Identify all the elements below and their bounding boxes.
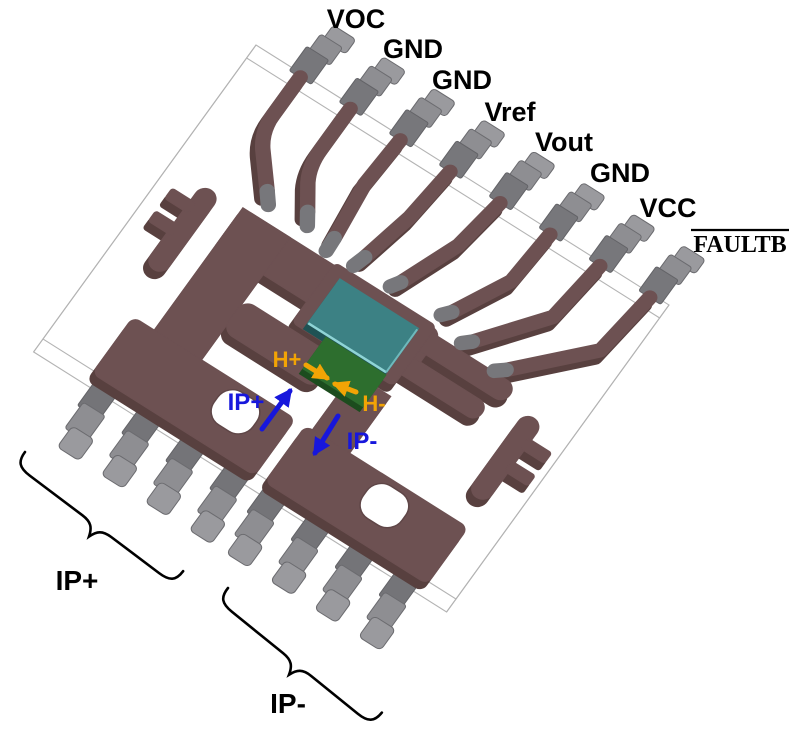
brace-ip-minus [221, 586, 384, 722]
signal-trace-tips [259, 183, 514, 379]
pin-label-vref: Vref [484, 97, 536, 127]
brace-ip-plus [19, 450, 185, 580]
pin-label-voc: VOC [327, 4, 386, 34]
outline-edge [33, 338, 44, 353]
hall-die [298, 336, 387, 413]
label-h-plus: H+ [273, 347, 302, 372]
outline-edge [446, 598, 457, 613]
hall-die-top [302, 336, 387, 408]
pin-label-gnd-2: GND [432, 65, 492, 95]
trace-tip [382, 275, 409, 294]
label-ip-minus-current: IP- [347, 428, 378, 455]
label-group-ip-minus: IP- [270, 688, 306, 719]
pin-label-faultb: FAULTB [693, 232, 786, 258]
pin-label-gnd-3: GND [590, 158, 650, 188]
label-ip-plus-current: IP+ [228, 389, 265, 416]
hall-arrow-h-minus [331, 380, 359, 397]
trace-tip [453, 334, 481, 351]
ic-die-edge-highlight [307, 322, 387, 374]
package-group [32, 19, 707, 652]
ic-die [302, 278, 420, 380]
hall-arrow-h-plus [303, 362, 330, 381]
pin-label-gnd-1: GND [383, 34, 443, 64]
current-arrow-ip-plus [259, 388, 293, 432]
trace-tip [299, 204, 316, 234]
label-h-minus: H- [362, 391, 385, 416]
label-group-ip-plus: IP+ [56, 565, 99, 596]
ic-die-edge-highlight [385, 328, 419, 373]
trace-tip [486, 362, 514, 379]
trace-tip [433, 304, 460, 323]
current-arrow-ip-minus [312, 413, 341, 457]
trace-tip [345, 250, 373, 273]
pin-label-vout: Vout [535, 127, 593, 157]
pin-label-vcc: VCC [639, 193, 696, 223]
trace-tip [318, 230, 342, 259]
ic-die-top [306, 278, 420, 374]
trace-tip [259, 183, 277, 213]
